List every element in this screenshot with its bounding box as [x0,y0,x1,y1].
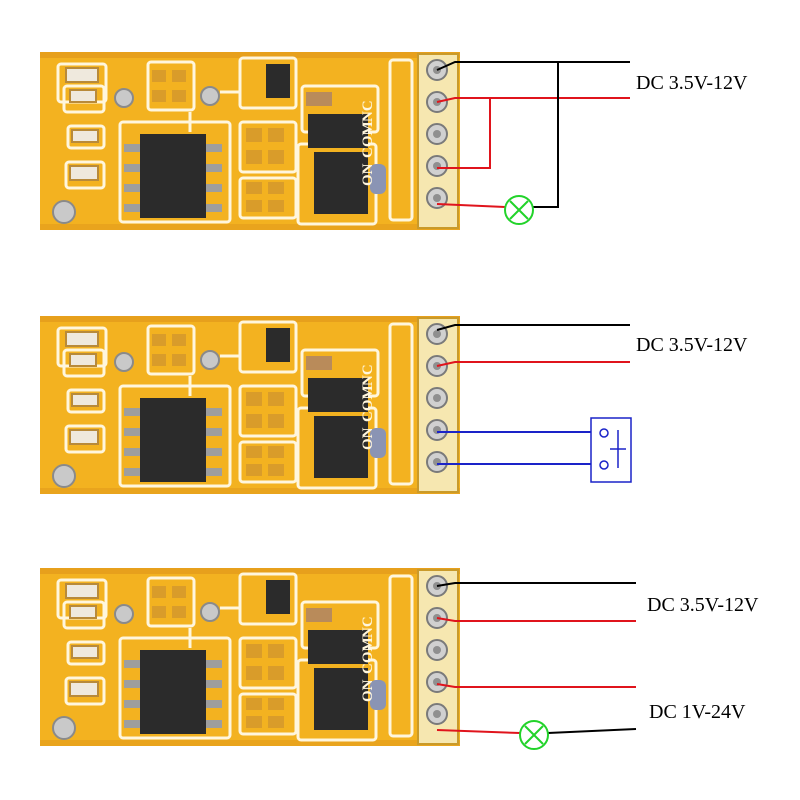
relay-board [38,50,462,232]
wire-com-jumper [437,98,491,169]
pin-label-nc: NC [360,100,376,122]
relay-board [38,314,462,496]
wire-negative [436,61,630,71]
pin-label-on: ON [360,679,376,702]
pin-label-on: ON [360,163,376,186]
wire-positive [436,97,630,103]
wire-on-to-lamp [436,729,521,734]
pin-label-com: COM [360,637,376,674]
supply-label: DC 3.5V-12V [636,334,748,356]
supply-label: DC 3.5V-12V [647,594,759,616]
supply-label: DC 3.5V-12V [636,72,748,94]
relay-board [38,566,462,748]
diagram-switch-wiring: ON COM NC DC 3.5V-12V [38,314,748,496]
wire-positive [436,617,636,622]
wire-negative [436,582,636,587]
wire-load-supply-positive [436,683,636,688]
pin-label-com: COM [360,385,376,422]
wire-positive [436,361,630,367]
switch-icon [590,417,632,483]
diagram-lamp-wiring: ON COM NC DC 3.5V-12V [38,50,748,232]
load-supply-label: DC 1V-24V [649,701,746,723]
pin-label-com: COM [360,121,376,158]
wire-lamp-return [532,62,559,208]
pin-label-nc: NC [360,364,376,386]
diagram-external-supply-wiring: ON COM NC DC 3.5V-12V DC 1V-24V [38,566,759,750]
wire-negative [436,324,630,331]
pin-label-nc: NC [360,616,376,638]
lamp-icon [519,720,549,750]
wire-on-to-lamp [436,203,506,208]
lamp-icon [504,195,534,225]
wire-load-supply-negative [547,728,637,734]
pin-label-on: ON [360,427,376,450]
